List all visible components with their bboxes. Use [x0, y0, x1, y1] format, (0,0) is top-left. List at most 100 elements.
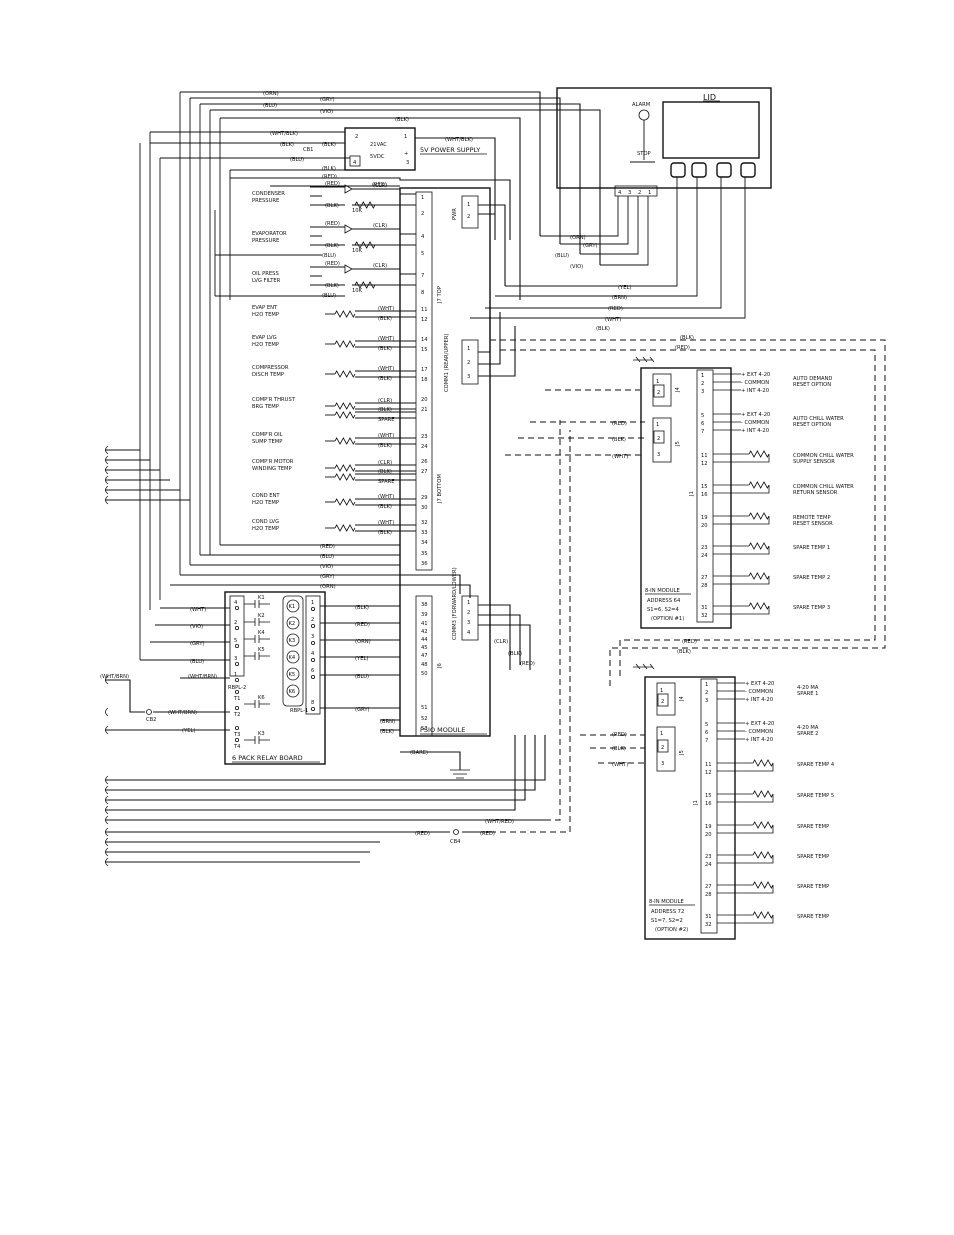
j5-pin-1: 1 [660, 731, 663, 737]
wire-label-clr-2: (CLR) [373, 263, 387, 269]
relay-coil-icon [286, 633, 300, 647]
input-label-0: 4-20 MA [797, 685, 819, 691]
wire-label-brn: (BRN) [612, 295, 627, 301]
thermistor-icon [334, 464, 356, 472]
j7-pin-26: 26 [421, 459, 428, 465]
lid-terminal-3: 3 [628, 190, 631, 196]
j1-pin-15: 15 [705, 793, 712, 799]
j1-pin-23: 23 [705, 854, 712, 860]
pwr-connector [461, 195, 479, 229]
input-label-2: COMMON CHILL WATER [793, 453, 854, 459]
ps-pin-1: 1 [404, 134, 407, 140]
wire-label-red-s2: (RED) [325, 261, 340, 267]
j7-pin-1: 1 [421, 195, 424, 201]
wire-label-red-4: (RED) [320, 544, 335, 550]
rbpl1-label: RBPL-1 [290, 708, 308, 714]
j7-pin-30: 30 [421, 505, 428, 511]
comm3-pin-3: 3 [467, 620, 470, 626]
lid-title: LID [703, 93, 716, 102]
j1-pin-1: 1 [705, 682, 708, 688]
lid-panel: LID ALARM STOP 4 3 2 1 [470, 87, 772, 319]
coil-label-K5: K5 [289, 672, 296, 678]
int-label: + INT 4-20 [741, 388, 769, 394]
terminal-dot-icon [234, 738, 239, 743]
j1-pin-31: 31 [705, 914, 712, 920]
wire-label-blk-s9: (BLK) [378, 504, 392, 510]
j5-label: J5 [679, 750, 685, 756]
wire-label-red-s0: (RED) [325, 181, 340, 187]
relay-label-K5: K5 [258, 647, 265, 653]
thermistor-wires-6-1 [355, 411, 416, 419]
j1-pin-20: 20 [705, 832, 712, 838]
wire-label-yel: (YEL) [618, 285, 631, 291]
terminal-dot-icon [310, 607, 315, 612]
pwr-pin-2: 2 [467, 214, 470, 220]
terminal-dot-icon [310, 675, 315, 680]
sensor-label-4: EVAP LVG [252, 335, 277, 341]
j7-pin-35: 35 [421, 551, 428, 557]
j1-pin-28: 28 [705, 892, 712, 898]
thermistor-icon [741, 542, 770, 555]
sensor-sublabel-6: BRG TEMP [252, 404, 279, 410]
wire-label-wht: (WHT) [605, 317, 621, 323]
relay-label-K6: K6 [258, 695, 265, 701]
spare-label-8: SPARE [378, 479, 395, 485]
j1-pin-2: 2 [701, 381, 704, 387]
lower-bus-wires: (RED) (BLU) (VIO) (GRY) (ORN) (CLR) (BLK… [105, 420, 571, 863]
wire-label-blk-s5: (BLK) [378, 376, 392, 382]
thermistor-icon [334, 310, 356, 318]
wire-label-gry: (GRY) [320, 97, 335, 103]
wire-label-orn-4: (ORN) [355, 639, 371, 645]
module-switches: S1=7, S2=2 [651, 918, 683, 924]
j7-pin-14: 14 [421, 337, 428, 343]
terminal-tick-icon [105, 785, 109, 795]
thermistor-wires-5-0 [355, 370, 416, 378]
j7-pin-11: 11 [421, 307, 428, 313]
lid-terminal-block [614, 185, 658, 197]
thermistor-icon [334, 437, 356, 445]
j1-pin-11: 11 [701, 453, 708, 459]
relay-contact-icon [244, 700, 270, 708]
wire-label-blu-3: (BLU) [555, 253, 569, 259]
module-address: ADDRESS 72 [651, 909, 684, 915]
vdc-label: 5VDC [370, 154, 385, 160]
j7-connector [415, 191, 433, 571]
sensor-label-7: COMP'R OIL [252, 432, 283, 438]
j6-pin-53: 53 [421, 726, 428, 732]
rbpl1-pin-8: 8 [311, 700, 314, 706]
wire-label-red-9: (RED) [675, 345, 690, 351]
wire-label-yel-3: (YEL) [182, 728, 195, 734]
pressure-wires-0 [310, 186, 345, 206]
j6-pin-42: 42 [421, 629, 428, 635]
sensor-sublabel-2: LVG FILTER [252, 278, 281, 284]
wire-label-blk-s10: (BLK) [378, 530, 392, 536]
wire-label-gry-5: (GRY) [355, 707, 370, 713]
sensor-bus-taps [215, 254, 345, 297]
relay-label-K3: K3 [258, 731, 265, 737]
thermistor-wires-10-0 [355, 524, 416, 532]
terminal-dot-icon [234, 644, 239, 649]
ext-label: + EXT 4-20 [745, 681, 774, 687]
wire-label-yel-2: (YEL) [355, 656, 368, 662]
j1-pin-16: 16 [705, 801, 712, 807]
wire-label-red-12: (RED) [612, 732, 627, 738]
j7-pin-17: 17 [421, 367, 428, 373]
j6-label: J6 [437, 663, 443, 669]
pressure-term-1 [400, 233, 416, 246]
input-label-6: SPARE TEMP [797, 884, 829, 890]
wire-label-blk-9: (BLK) [680, 335, 694, 341]
input-label-3: SPARE TEMP 5 [797, 793, 834, 799]
sensor-sublabel-8: WINDING TEMP [252, 466, 292, 472]
j1-pin-12: 12 [701, 461, 708, 467]
rbpl2-pin-3: 3 [234, 656, 237, 662]
j5-pin-1: 1 [656, 422, 659, 428]
thermistor-wires-6-0 [355, 402, 416, 410]
sensor-label-0: CONDENSER [252, 191, 285, 197]
coil-label-K6: K6 [289, 689, 296, 695]
terminal-dot-icon [310, 624, 315, 629]
ext-label: + EXT 4-20 [741, 412, 770, 418]
cb4-label: CB4 [450, 839, 461, 845]
wire-label-blu-6: (BLU) [355, 674, 369, 680]
